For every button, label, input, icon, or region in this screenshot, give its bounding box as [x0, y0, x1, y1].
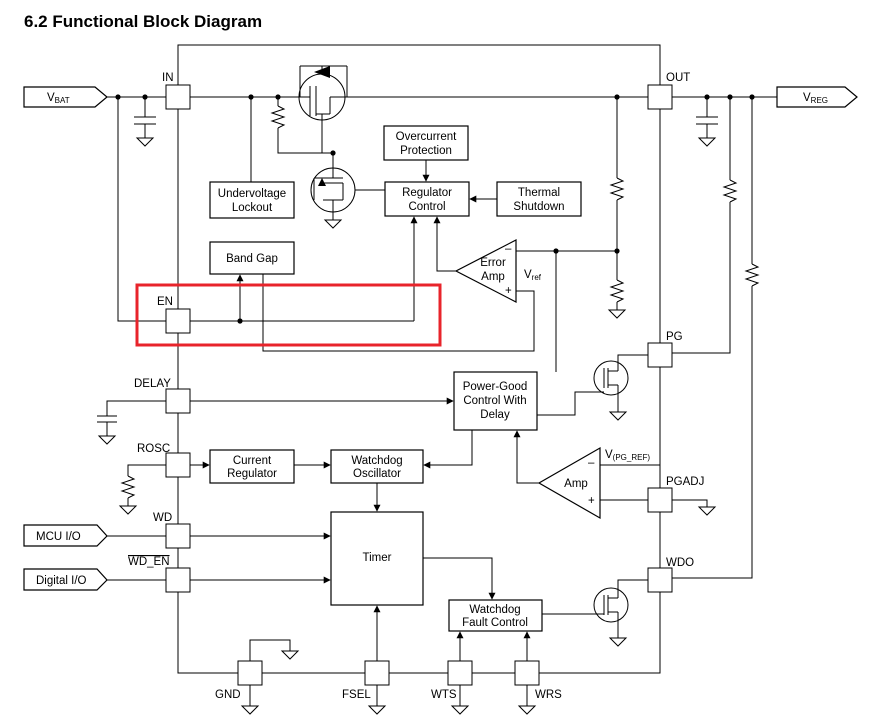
- pin-gnd: [237, 660, 263, 686]
- pin-wrs: [514, 660, 540, 686]
- pin-delay: [165, 388, 191, 414]
- svg-text:Fault Control: Fault Control: [462, 617, 528, 629]
- regulator-control-block: Regulator Control: [384, 181, 470, 217]
- vbat-input-tag: VBAT: [23, 86, 108, 108]
- pin-label-pgadj: PGADJ: [666, 476, 704, 488]
- pg-pullup-resistor: [672, 97, 738, 354]
- svg-text:VREG: VREG: [803, 92, 828, 105]
- svg-text:Watchdog: Watchdog: [351, 455, 402, 467]
- pin-fsel: [364, 660, 390, 686]
- svg-text:Current: Current: [233, 455, 272, 467]
- svg-text:VBAT: VBAT: [47, 92, 70, 105]
- svg-text:Timer: Timer: [363, 552, 392, 564]
- svg-text:Regulator: Regulator: [402, 187, 452, 199]
- pin-label-gnd: GND: [215, 689, 241, 701]
- error-amp: Error Amp – + Vref: [454, 239, 542, 303]
- thermal-shutdown-block: Thermal Shutdown: [496, 181, 582, 217]
- svg-text:Control: Control: [408, 201, 445, 213]
- svg-text:Oscillator: Oscillator: [353, 468, 401, 480]
- svg-text:V(PG_REF): V(PG_REF): [605, 449, 650, 462]
- pin-pgadj: [647, 487, 673, 513]
- feedback-divider: [607, 97, 627, 319]
- pg-amp: Amp – + V(PG_REF): [513, 430, 660, 520]
- pin-label-wd: WD: [153, 512, 172, 524]
- input-capacitor: [134, 97, 156, 147]
- pin-rosc: [165, 452, 191, 478]
- digital-io-tag: Digital I/O: [23, 568, 108, 591]
- rosc-resistor: [118, 464, 166, 515]
- timer-block: Timer: [330, 511, 424, 606]
- svg-text:Overcurrent: Overcurrent: [396, 131, 458, 143]
- svg-text:Amp: Amp: [481, 271, 505, 283]
- svg-text:Watchdog: Watchdog: [469, 604, 520, 616]
- svg-text:MCU I/O: MCU I/O: [36, 531, 81, 543]
- svg-text:Vref: Vref: [524, 269, 542, 282]
- vreg-output-tag: VREG: [776, 86, 858, 108]
- pin-wd: [165, 523, 191, 549]
- svg-text:Band Gap: Band Gap: [226, 253, 278, 265]
- driver-transistor-icon: [310, 167, 385, 229]
- output-capacitor: [696, 97, 718, 147]
- svg-text:+: +: [588, 495, 595, 507]
- svg-text:Shutdown: Shutdown: [513, 201, 564, 213]
- pg-transistor-icon: [537, 354, 648, 421]
- delay-capacitor: [97, 400, 166, 445]
- pin-en: [165, 308, 191, 334]
- svg-text:–: –: [588, 457, 595, 469]
- pass-transistor-icon: [298, 65, 348, 121]
- svg-text:Power-Good: Power-Good: [463, 381, 528, 393]
- svg-text:Digital I/O: Digital I/O: [36, 575, 87, 587]
- current-regulator-block: Current Regulator: [209, 449, 295, 484]
- en-highlight-box: [135, 283, 442, 347]
- pin-label-in: IN: [162, 72, 174, 84]
- svg-text:Amp: Amp: [564, 478, 588, 490]
- svg-text:Thermal: Thermal: [518, 187, 560, 199]
- pin-label-wts: WTS: [431, 689, 457, 701]
- mcu-io-tag: MCU I/O: [23, 524, 108, 547]
- gate-resistor: [270, 97, 336, 168]
- pin-wd-en: [165, 567, 191, 593]
- overcurrent-protection-block: Overcurrent Protection: [383, 125, 469, 161]
- wdo-transistor-icon: [542, 579, 648, 647]
- watchdog-oscillator-block: Watchdog Oscillator: [330, 449, 424, 484]
- svg-text:Lockout: Lockout: [232, 202, 273, 214]
- pin-label-out: OUT: [666, 72, 690, 84]
- pin-label-pg: PG: [666, 331, 683, 343]
- pin-label-delay: DELAY: [134, 378, 171, 390]
- watchdog-fault-control-block: Watchdog Fault Control: [448, 599, 543, 632]
- power-good-control-block: Power-Good Control With Delay: [453, 371, 538, 431]
- pin-wdo: [647, 567, 673, 593]
- pin-out: [647, 84, 673, 110]
- svg-text:Regulator: Regulator: [227, 468, 277, 480]
- diagram-title: 6.2 Functional Block Diagram: [24, 12, 262, 31]
- pin-label-wrs: WRS: [535, 689, 562, 701]
- pin-wts: [447, 660, 473, 686]
- band-gap-block: Band Gap: [209, 241, 295, 275]
- pin-label-wd-en: WD_EN: [128, 556, 170, 568]
- pin-pg: [647, 342, 673, 368]
- svg-text:Delay: Delay: [480, 409, 510, 421]
- pin-label-wdo: WDO: [666, 557, 694, 569]
- svg-text:+: +: [505, 285, 512, 297]
- pin-label-fsel: FSEL: [342, 689, 371, 701]
- svg-text:Protection: Protection: [400, 145, 452, 157]
- svg-text:Undervoltage: Undervoltage: [218, 188, 286, 200]
- pin-label-rosc: ROSC: [137, 443, 170, 455]
- svg-text:Error: Error: [480, 257, 506, 269]
- svg-text:Control With: Control With: [463, 395, 526, 407]
- pin-label-en: EN: [157, 296, 173, 308]
- svg-text:–: –: [505, 243, 512, 255]
- wdo-pullup-resistor: [672, 97, 760, 579]
- undervoltage-lockout-block: Undervoltage Lockout: [209, 181, 295, 219]
- pin-in: [165, 84, 191, 110]
